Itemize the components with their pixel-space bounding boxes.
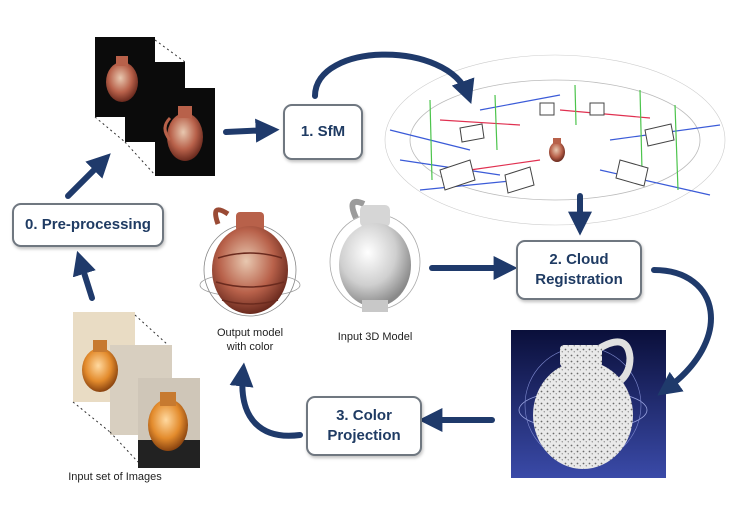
caption-input-images: Input set of Images [68, 471, 162, 483]
caption-input-model: Input 3D Model [337, 331, 413, 343]
step-preprocessing: 0. Pre-processing [12, 203, 164, 247]
arrow-images-to-sfm [223, 118, 280, 143]
caption-output-model: Output model with color [216, 327, 284, 353]
input-model-figure [329, 198, 421, 312]
output-model-figure [199, 207, 301, 317]
arrow-registration-to-cloud [651, 267, 714, 396]
input-image-stack [72, 312, 200, 468]
sfm-camera-visualization [384, 54, 726, 226]
step-cloud-registration: 2. Cloud Registration [516, 240, 642, 300]
preprocessed-image-stack [94, 37, 215, 176]
step-sfm: 1. SfM [283, 104, 363, 160]
flow-arrows [65, 51, 714, 439]
arrow-sfm-to-cloud [312, 51, 475, 105]
step-color-projection: 3. Color Projection [306, 396, 422, 456]
arrow-preprocessing-to-images [65, 153, 111, 199]
registered-cloud-figure [511, 330, 666, 478]
arrow-input-to-preprocessing [72, 250, 96, 301]
arrow-projection-to-output [229, 362, 303, 439]
